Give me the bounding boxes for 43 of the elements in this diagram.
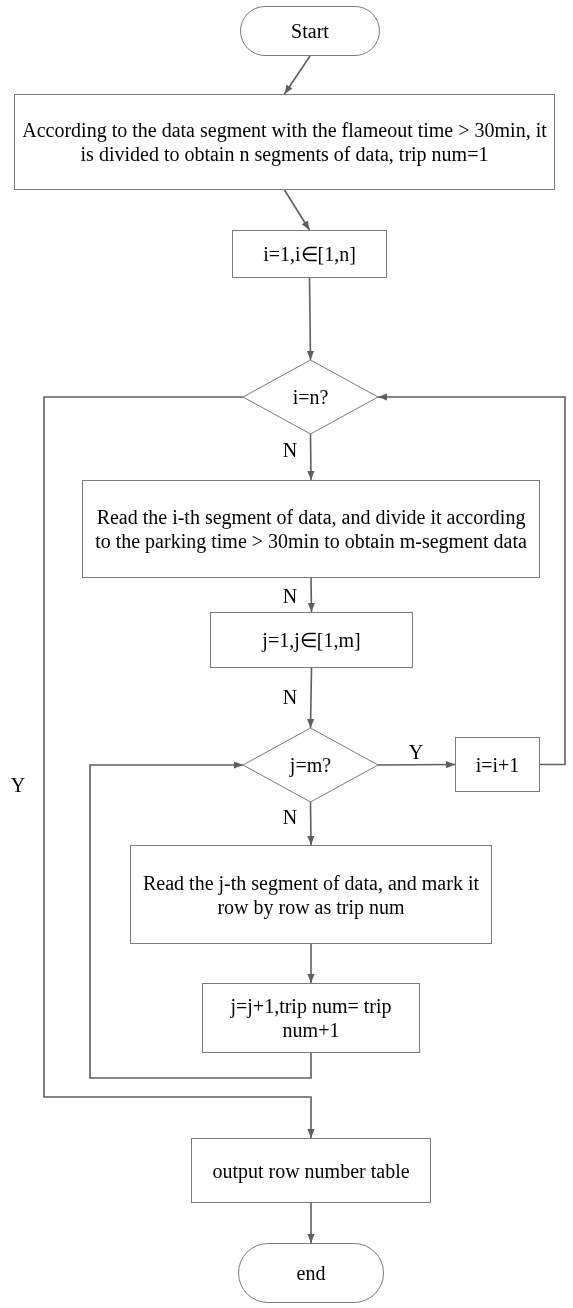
node-text: i=n? [292, 385, 329, 409]
arrow [307, 577, 315, 613]
edge-label: N [281, 687, 299, 707]
node-text: Start [291, 19, 329, 43]
terminal-box [238, 1243, 384, 1303]
arrow [306, 277, 314, 361]
edge-label: N [281, 807, 299, 827]
process-box [82, 480, 540, 578]
node-text: output row number table [212, 1158, 410, 1183]
arrow [43, 396, 315, 1139]
arrow [89, 761, 312, 1079]
arrow [307, 1202, 315, 1244]
edge-label: N [281, 586, 299, 606]
node-text: j=j+1,trip num= trip num+1 [229, 994, 393, 1042]
arrow [283, 189, 311, 231]
arrow [307, 801, 315, 846]
process-box [191, 1138, 431, 1203]
arrow [307, 667, 315, 729]
node-text: i=i+1 [475, 752, 520, 777]
process-box [210, 612, 413, 668]
process-box [202, 983, 420, 1053]
edge-label: N [281, 440, 299, 460]
process-box [232, 230, 387, 278]
node-text: j=1,j∈[1,m] [262, 628, 361, 652]
process-box [455, 737, 540, 792]
edge-label: Y [407, 742, 425, 762]
node-text: Read the i-th segment of data, and divide it according to the parking time > 30min to obtain m-segment data [94, 505, 528, 553]
node-text: Read the j-th segment of data, and mark it row by row as trip num [142, 870, 480, 919]
process-box [130, 845, 492, 944]
arrow [283, 55, 311, 95]
node-text: According to the data segment with the flameout time > 30min, it is divided to obtain n segments of data, trip num=1 [21, 118, 548, 166]
process-box [14, 94, 555, 190]
node-text: i=1,i∈[1,n] [263, 242, 356, 266]
arrow [307, 943, 315, 984]
node-text: j=m? [289, 753, 332, 777]
decision-diamond [243, 728, 378, 802]
arrow [377, 760, 456, 769]
arrow [377, 393, 566, 766]
node-text: end [296, 1261, 326, 1285]
edge-label: Y [9, 775, 27, 795]
decision-diamond [243, 360, 378, 434]
terminal-box [240, 6, 380, 56]
arrow [307, 433, 315, 481]
